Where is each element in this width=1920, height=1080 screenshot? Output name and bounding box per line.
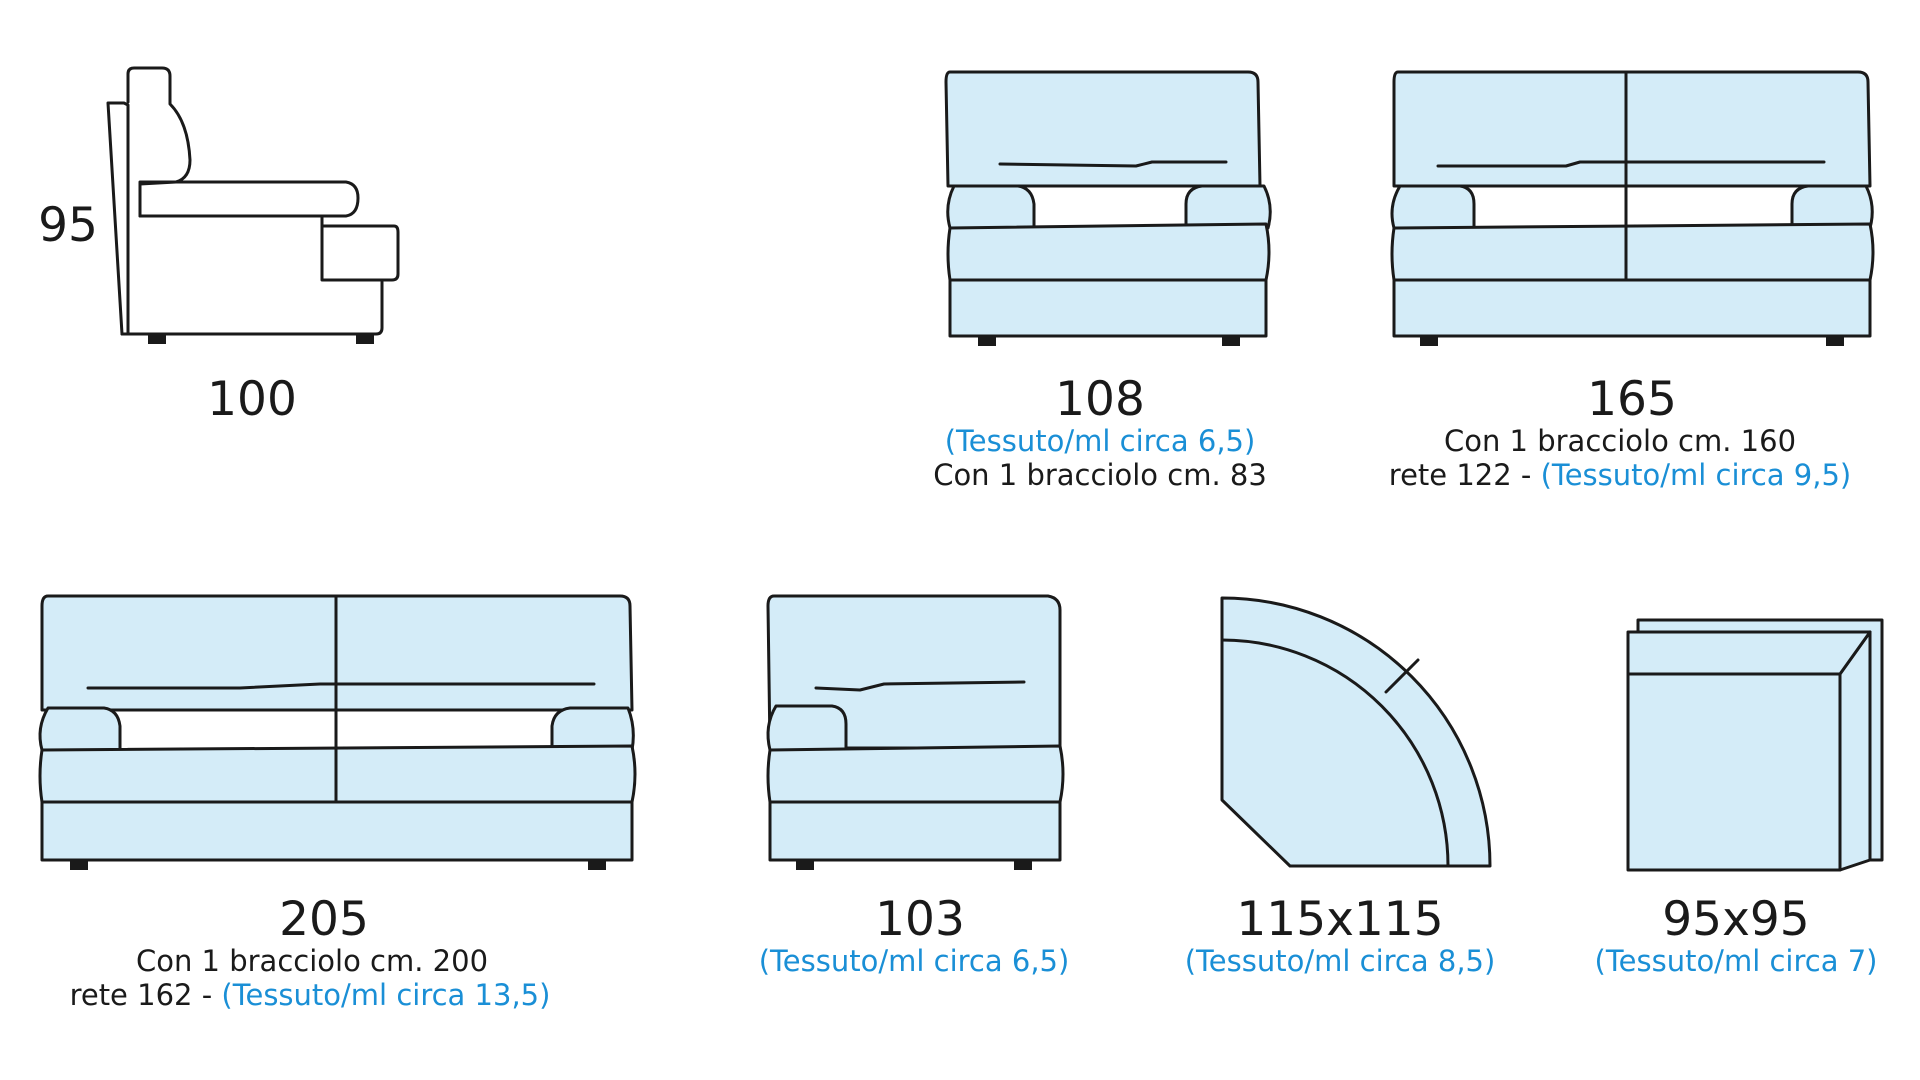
base — [1392, 278, 1872, 338]
side-depth-label: 100 — [207, 372, 297, 427]
sofa-205-drawing — [38, 594, 637, 870]
fabric-note-205: (Tessuto/ml circa 13,5) — [221, 978, 551, 1012]
arm-right — [550, 706, 635, 752]
seat-top — [946, 222, 1271, 282]
rete-fabric-note-165: rete 122 - (Tessuto/ml circa 9,5) — [1389, 458, 1851, 493]
stitch-line — [86, 682, 596, 690]
foot — [588, 860, 606, 870]
pouf-95-drawing — [1626, 618, 1884, 872]
corner-115-drawing — [1220, 596, 1492, 868]
stitch-line — [814, 680, 1026, 692]
backrest — [1392, 70, 1872, 188]
arm-right — [1184, 184, 1272, 230]
arm-left — [946, 184, 1036, 230]
side-height-label: 95 — [38, 198, 98, 253]
foot — [978, 336, 996, 346]
side-seat-cushion — [138, 180, 360, 218]
seat-top — [766, 744, 1065, 804]
stitch-line — [998, 160, 1228, 168]
armrest-note-205: Con 1 bracciolo cm. 200 — [135, 944, 489, 978]
rete-note-205: rete 162 - — [69, 978, 222, 1012]
arm-left — [766, 704, 848, 752]
sofa-108-drawing — [944, 70, 1272, 346]
fabric-note-103: (Tessuto/ml circa 6,5) — [758, 944, 1070, 978]
dimension-label-108: 108 — [1055, 372, 1145, 427]
arm-right — [1790, 184, 1874, 230]
side-foot-back — [356, 334, 374, 344]
foot — [1420, 336, 1438, 346]
side-back — [106, 101, 130, 336]
backrest — [944, 70, 1262, 188]
dimension-label-115x115: 115x115 — [1236, 892, 1444, 947]
fabric-note-95x95: (Tessuto/ml circa 7) — [1594, 944, 1878, 978]
armrest-note-165: Con 1 bracciolo cm. 160 — [1443, 424, 1797, 458]
sofa-165-drawing — [1390, 70, 1875, 346]
armrest-note-108: Con 1 bracciolo cm. 83 — [933, 458, 1267, 492]
side-foot-front — [148, 334, 166, 344]
corner-seat — [1220, 596, 1492, 868]
rete-note-165: rete 122 - — [1388, 458, 1541, 492]
dimension-label-103: 103 — [875, 892, 965, 947]
pouf-front — [1626, 630, 1872, 872]
seat-top — [1390, 222, 1875, 282]
arm-left — [1390, 184, 1476, 230]
side-back-cushion — [126, 66, 192, 186]
foot — [1014, 860, 1032, 870]
fabric-note-115x115: (Tessuto/ml circa 8,5) — [1184, 944, 1496, 978]
dimension-label-95x95: 95x95 — [1662, 892, 1810, 947]
foot — [796, 860, 814, 870]
stitch-line — [1436, 160, 1826, 168]
foot — [1222, 336, 1240, 346]
base — [768, 800, 1062, 862]
rete-fabric-note-205: rete 162 - (Tessuto/ml circa 13,5) — [70, 978, 551, 1013]
chair-103-drawing — [766, 594, 1065, 870]
base — [40, 800, 634, 862]
dimension-label-205: 205 — [279, 892, 369, 947]
corner-back-band — [1220, 638, 1450, 868]
side-body — [120, 214, 384, 336]
side-arm — [320, 224, 400, 282]
base — [948, 278, 1268, 338]
sofa-side-view — [106, 66, 400, 344]
foot — [70, 860, 88, 870]
fabric-note-165: (Tessuto/ml circa 9,5) — [1540, 458, 1852, 492]
arm-left — [38, 706, 122, 752]
dimension-label-165: 165 — [1587, 372, 1677, 427]
foot — [1826, 336, 1844, 346]
fabric-note-108: (Tessuto/ml circa 6,5) — [944, 424, 1256, 458]
corner-divider — [1384, 658, 1420, 694]
